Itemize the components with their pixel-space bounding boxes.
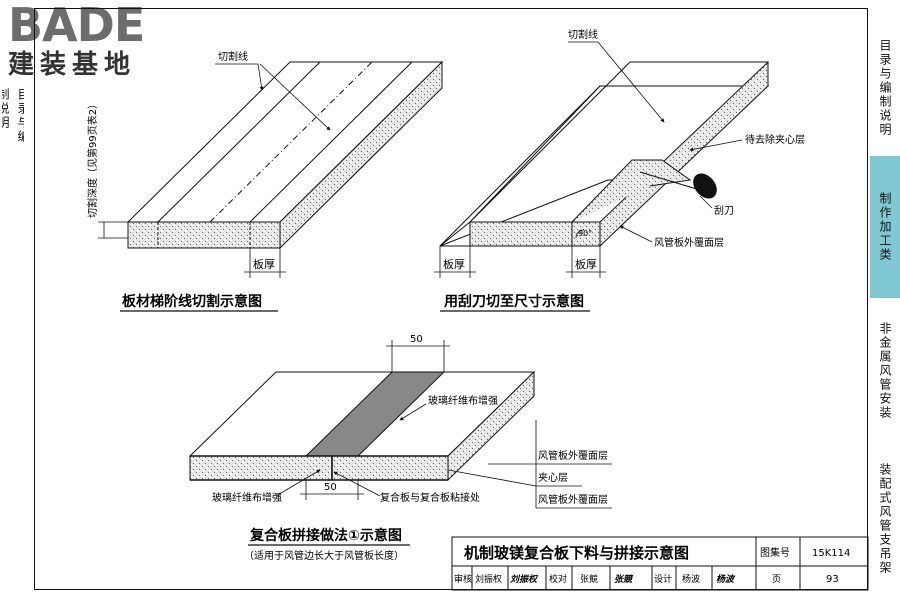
logo-subtitle: 建装基地 <box>8 50 137 80</box>
title-block-atlas-no: 15K114 <box>812 548 850 559</box>
fig3-fabric-bottom-label: 玻璃纤维布增强 <box>212 491 282 504</box>
fig3-caption: 复合板拼接做法①示意图 <box>249 527 402 544</box>
fig2-cover-label: 风管板外覆面层 <box>654 236 724 249</box>
fig3-layer-2: 夹心层 <box>538 471 568 484</box>
fig3-note: （适用于风管边长大于风管板长度） <box>244 549 404 562</box>
title-block-design-label: 设计 <box>654 573 672 585</box>
logo-brand-text: BADE <box>8 0 145 52</box>
left-sidebar-label: 目录与编制说明 <box>2 88 24 144</box>
brand-logo: BADE 建装基地 <box>8 0 145 80</box>
fig2-cut-line-label: 切割线 <box>568 28 598 41</box>
tab-catalog[interactable]: 目录与编制说明 <box>870 20 900 155</box>
tab-nonmetal-duct-label: 非金属风管安装 <box>878 322 892 420</box>
fig1-cut-line-label: 切割线 <box>218 50 248 63</box>
title-block-checker-sig: 张競 <box>614 574 634 585</box>
fig3-dim-top: 50 <box>410 334 423 345</box>
title-block-grid <box>451 536 869 591</box>
fig3-layer-1: 风管板外覆面层 <box>538 449 608 462</box>
title-block-reviewer: 刘振权 <box>475 573 502 585</box>
fig2-thickness-right: 板厚 <box>575 257 597 271</box>
fig1-depth-label: 切割深度（见第99页表2） <box>86 99 99 218</box>
drawing-frame <box>34 8 868 590</box>
title-block-checker: 张競 <box>580 573 598 585</box>
fig2-knife <box>639 171 717 199</box>
fig2-board <box>439 60 770 248</box>
title-block-page-label: 页 <box>772 574 781 585</box>
fig1-caption: 板材梯阶线切割示意图 <box>122 293 262 310</box>
fig2-knife-label: 刮刀 <box>714 204 734 217</box>
title-block-title: 机制玻镁复合板下料与拼接示意图 <box>464 544 689 562</box>
fig2-thickness-left: 板厚 <box>443 257 465 271</box>
fig1-annotations <box>98 63 331 278</box>
fig3-dim-bottom: 50 <box>324 482 337 493</box>
tab-catalog-label: 目录与编制说明 <box>878 38 892 137</box>
fig3-fabric-top-label: 玻璃纤维布增强 <box>428 394 498 407</box>
title-block-reviewer-sig: 刘振权 <box>510 574 539 585</box>
fig1-board <box>126 60 444 250</box>
tab-fabrication[interactable]: 制作加工类 <box>870 156 900 298</box>
title-block-atlas-label: 图集号 <box>760 546 790 559</box>
fig2-annotations <box>434 41 743 278</box>
fig2-caption: 用刮刀切至尺寸示意图 <box>444 293 584 310</box>
tab-nonmetal-duct[interactable]: 非金属风管安装 <box>870 300 900 442</box>
left-sidebar-tab[interactable]: 目录与编制说明 <box>2 88 24 154</box>
fig2-angle-label: 90° <box>578 229 592 238</box>
title-block-page-no: 93 <box>826 574 839 585</box>
title-block-designer: 杨波 <box>682 573 700 585</box>
tab-support-hanger[interactable]: 装配式风管支吊架 <box>870 444 900 594</box>
fig3-layer-3: 风管板外覆面层 <box>538 493 608 506</box>
title-block-check-label: 校对 <box>549 573 567 585</box>
fig3-joint-label: 复合板与复合板粘接处 <box>380 491 480 504</box>
title-block-review-label: 审核 <box>454 573 472 585</box>
fig2-remove-label: 待去除夹心层 <box>745 133 805 146</box>
fig1-thickness-label: 板厚 <box>253 257 275 271</box>
fig3-annotations <box>275 340 537 508</box>
tab-support-hanger-label: 装配式风管支吊架 <box>878 463 892 575</box>
tab-fabrication-label: 制作加工类 <box>878 192 892 262</box>
title-block-designer-sig: 杨波 <box>716 574 736 585</box>
fig3-board <box>188 370 536 482</box>
right-sidebar: 目录与编制说明 制作加工类 非金属风管安装 装配式风管支吊架 <box>870 0 900 600</box>
